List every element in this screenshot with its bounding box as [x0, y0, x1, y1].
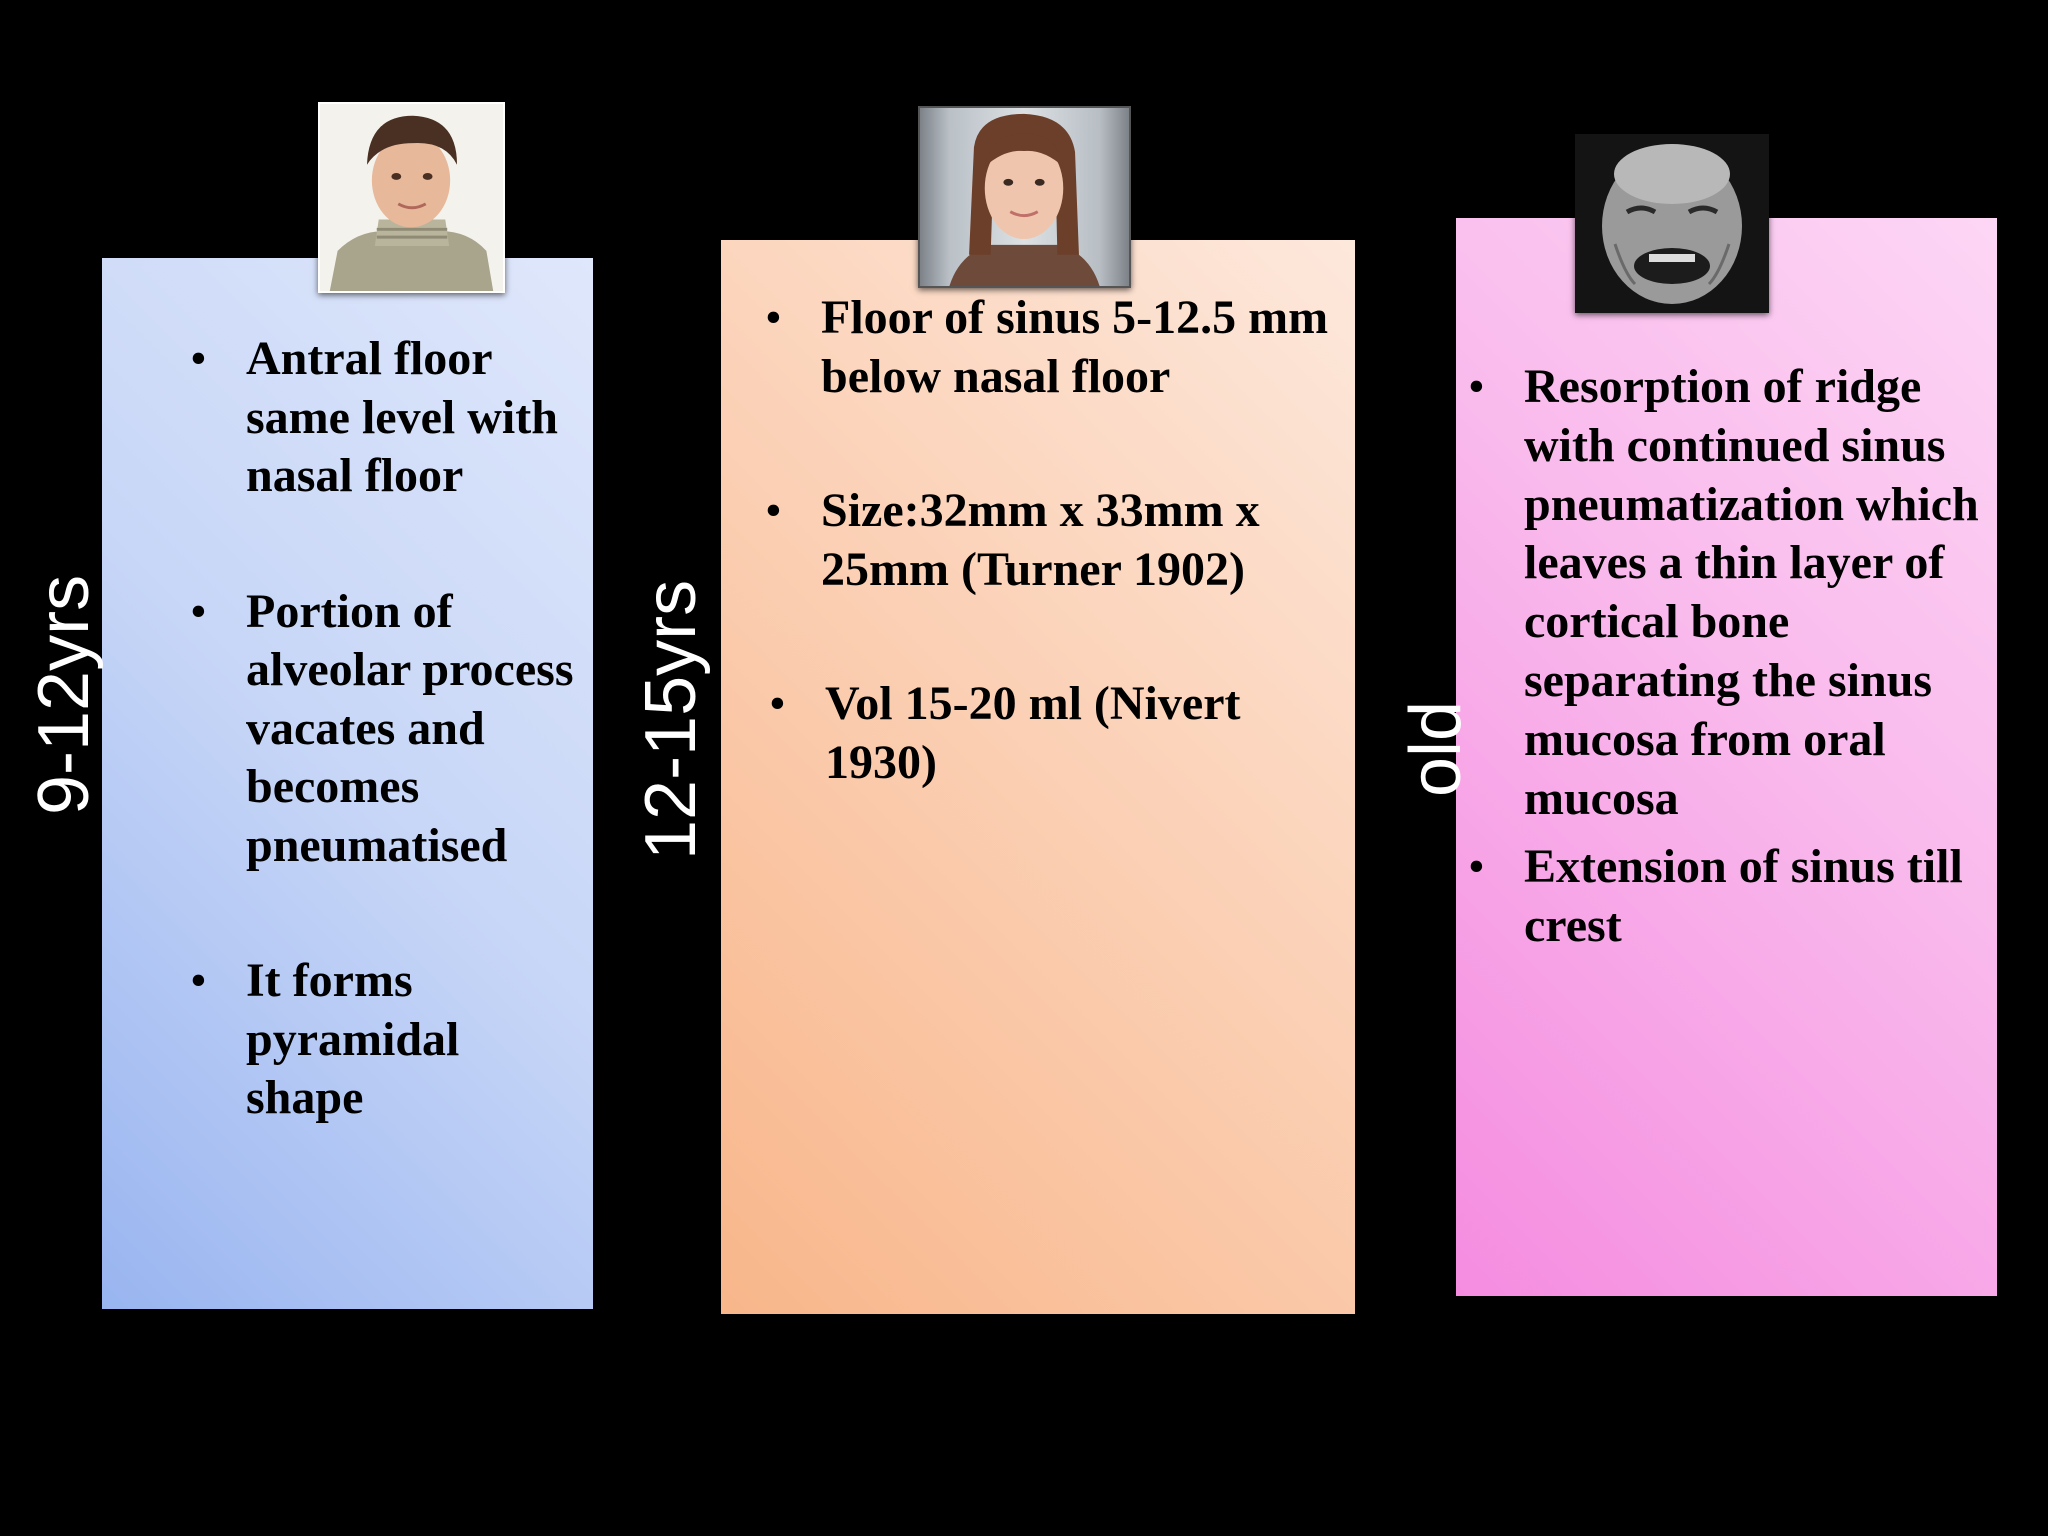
- bullet-item: Extension of sinus till crest: [1468, 838, 1988, 956]
- boy-portrait-image: [318, 102, 505, 293]
- bullet-list-12-15yrs: Floor of sinus 5-12.5 mm below nasal flo…: [765, 288, 1335, 792]
- bullet-item: Portion of alveolar process vacates and …: [190, 583, 580, 876]
- bullet-item: Floor of sinus 5-12.5 mm below nasal flo…: [765, 288, 1335, 406]
- bullet-item: Size:32mm x 33mm x 25mm (Turner 1902): [765, 481, 1335, 599]
- bullet-list-old: Resorption of ridge with continued sinus…: [1468, 358, 1988, 956]
- age-label-9-12yrs: 9-12yrs: [24, 574, 104, 815]
- age-label-12-15yrs: 12-15yrs: [631, 579, 711, 860]
- girl-portrait-image: [918, 106, 1131, 288]
- bullet-item: Vol 15-20 ml (Nivert 1930): [769, 674, 1339, 792]
- bullet-list-9-12yrs: Antral floor same level with nasal floor…: [190, 330, 580, 1128]
- age-label-old: old: [1396, 700, 1476, 797]
- elderly-man-portrait-image: [1575, 134, 1769, 313]
- bullet-item: Resorption of ridge with continued sinus…: [1468, 358, 1988, 828]
- bullet-item: Antral floor same level with nasal floor: [190, 330, 580, 506]
- bullet-item: It forms pyramidal shape: [190, 952, 580, 1128]
